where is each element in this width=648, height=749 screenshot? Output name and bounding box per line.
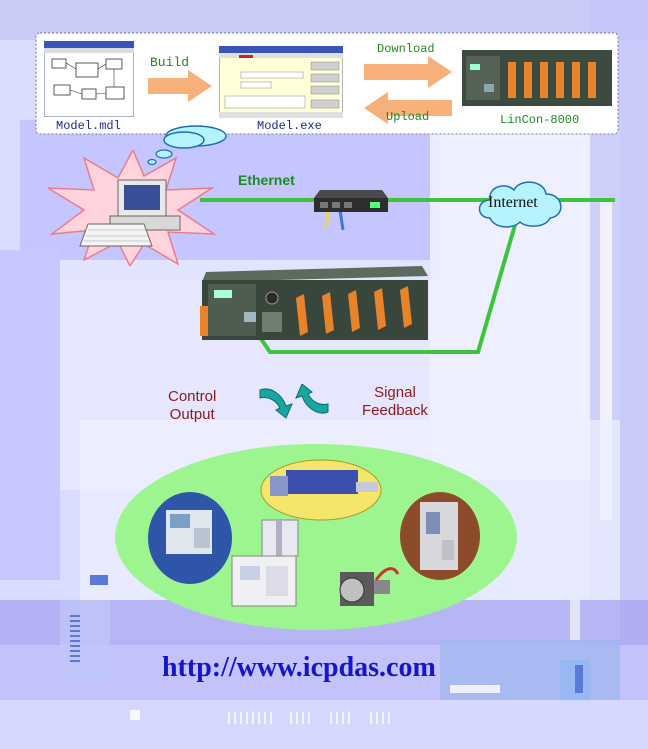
download-label: Download [377,42,435,56]
model-mdl-window-icon [44,41,134,117]
control-output-line-1: Control [168,388,217,405]
lincon-label: LinCon-8000 [500,113,580,127]
upload-label: Upload [386,110,430,124]
internet-cloud-icon [478,181,562,228]
edm-machine-photo-icon [231,519,299,607]
download-upload-arrows-icon [364,56,452,124]
ethernet-switch-icon [314,190,388,212]
model-exe-window-icon [219,46,343,118]
injection-machine-photo-icon [260,459,382,521]
machine-photo-icon [148,492,232,584]
signal-feedback-line-2: Feedback [362,402,428,419]
servo-motor-icon [339,567,400,606]
thought-bubble-icon [147,125,227,166]
rotate-arrows-icon [259,384,329,419]
control-output-label: Control Output [168,388,216,424]
machines-ellipse [115,444,517,630]
test-machine-photo-icon [400,492,480,580]
ethernet-label: Ethernet [238,172,295,188]
pc-icon [48,150,217,266]
signal-feedback-label: Signal Feedback [362,384,428,420]
website-url-link[interactable]: http://www.icpdas.com [162,652,436,683]
build-arrow-icon [148,70,212,102]
signal-feedback-line-1: Signal [374,384,416,401]
internet-label: Internet [488,194,538,211]
lincon-controller-small-icon [462,50,612,106]
build-label: Build [150,55,190,70]
plc-controller-icon [200,266,428,340]
model-exe-label: Model.exe [257,119,322,133]
control-output-line-2: Output [169,406,215,423]
model-mdl-label: Model.mdl [56,119,121,133]
